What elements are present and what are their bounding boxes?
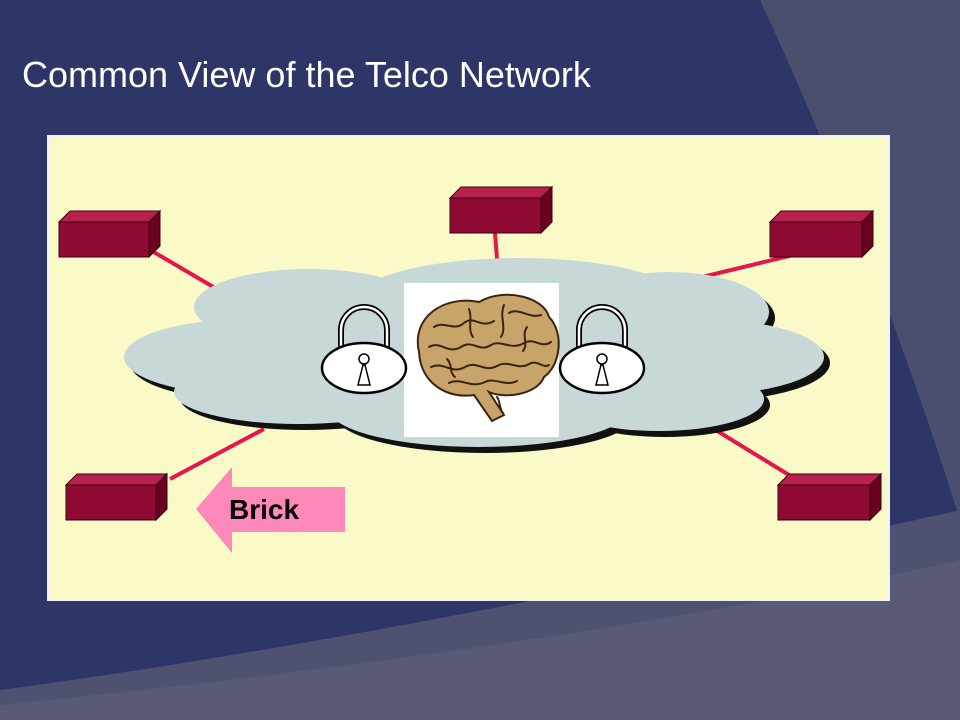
brain-icon xyxy=(404,283,560,437)
brick-top-right xyxy=(768,209,875,259)
network-diagram: Brick xyxy=(57,185,883,553)
left-arrow-icon xyxy=(196,467,345,553)
brick-top-left xyxy=(57,209,162,259)
brick-callout: Brick xyxy=(196,467,345,553)
brick-callout-label: Brick xyxy=(229,494,299,525)
lock-icon xyxy=(558,304,646,395)
link-line xyxy=(712,427,791,477)
lock-icon xyxy=(320,304,408,395)
brick-bottom-left xyxy=(64,472,169,522)
diagram-panel: Brick xyxy=(47,135,890,601)
brick-top-center xyxy=(448,185,554,235)
brick-bottom-right xyxy=(776,472,883,522)
background-swoosh xyxy=(0,560,960,720)
link-line xyxy=(169,427,265,481)
slide-title: Common View of the Telco Network xyxy=(22,54,591,95)
background-swoosh xyxy=(760,0,960,520)
